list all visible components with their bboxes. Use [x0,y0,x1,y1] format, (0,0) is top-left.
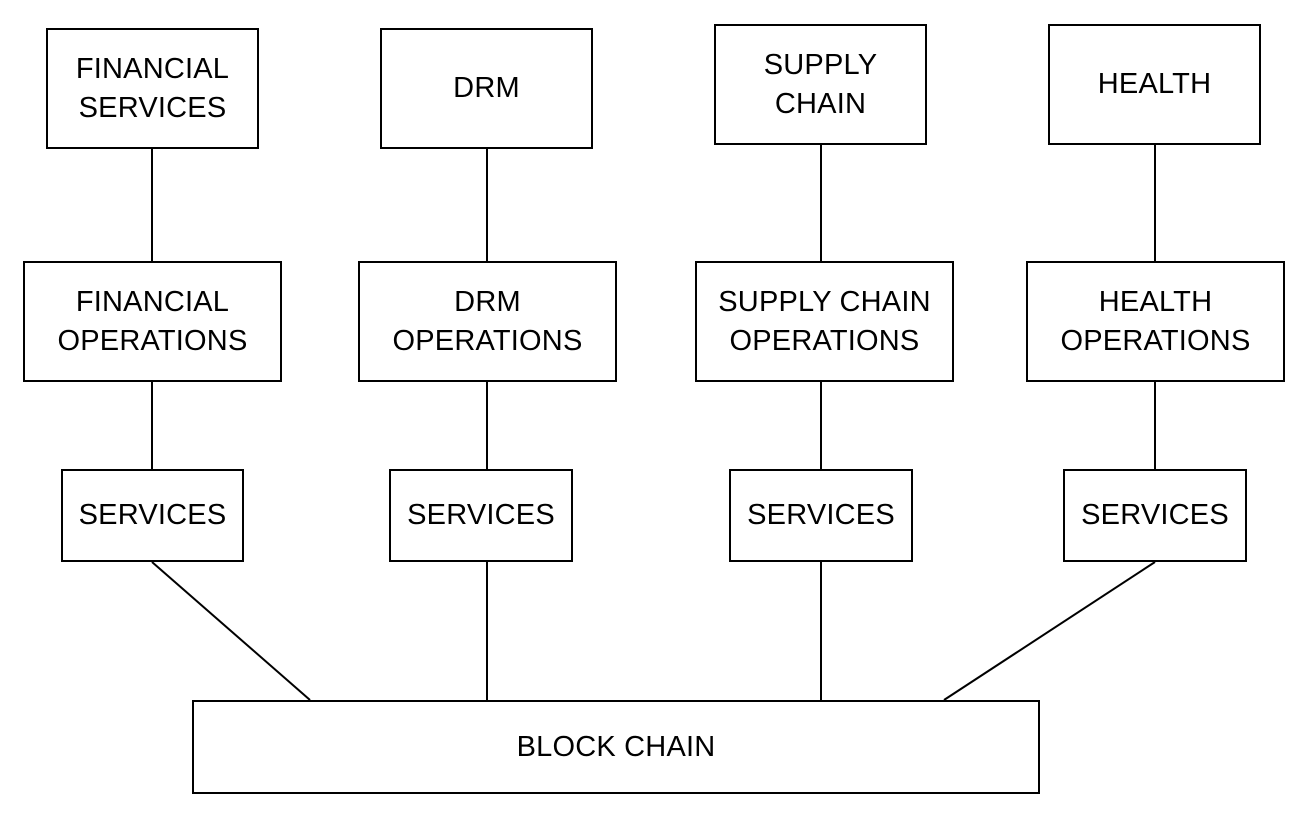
drm-operations-box: DRM OPERATIONS [358,261,617,382]
block-chain-box: BLOCK CHAIN [192,700,1040,794]
financial-operations-label: FINANCIAL OPERATIONS [57,285,248,357]
supply-chain-services-layer-label: SERVICES [747,499,895,531]
supply-chain-operations-label: SUPPLY CHAIN OPERATIONS [718,285,931,357]
health-box: HEALTH [1048,24,1261,145]
health-services-layer-label: SERVICES [1081,499,1229,531]
drm-operations-label: DRM OPERATIONS [392,285,583,357]
block-chain-label: BLOCK CHAIN [516,730,716,763]
financial-operations-box: FINANCIAL OPERATIONS [23,261,282,382]
financial-services-layer-label: SERVICES [78,499,227,531]
drm-label: DRM [453,72,520,104]
drm-services-layer-box: SERVICES [389,469,573,562]
supply-chain-services-layer-box: SERVICES [729,469,913,562]
connector-financial-services-to-block-chain [151,561,311,701]
supply-chain-operations-box: SUPPLY CHAIN OPERATIONS [695,261,954,382]
health-operations-label: HEALTH OPERATIONS [1060,285,1251,357]
supply-chain-label: SUPPLY CHAIN [763,48,878,120]
financial-services-label: FINANCIAL SERVICES [75,52,230,124]
drm-box: DRM [380,28,593,149]
health-services-layer-box: SERVICES [1063,469,1247,562]
health-operations-box: HEALTH OPERATIONS [1026,261,1285,382]
financial-services-layer-box: SERVICES [61,469,244,562]
connector-health-services-to-block-chain [943,561,1156,701]
drm-services-layer-label: SERVICES [407,499,555,531]
supply-chain-box: SUPPLY CHAIN [714,24,927,145]
health-label: HEALTH [1097,68,1212,100]
financial-services-box: FINANCIAL SERVICES [46,28,259,149]
